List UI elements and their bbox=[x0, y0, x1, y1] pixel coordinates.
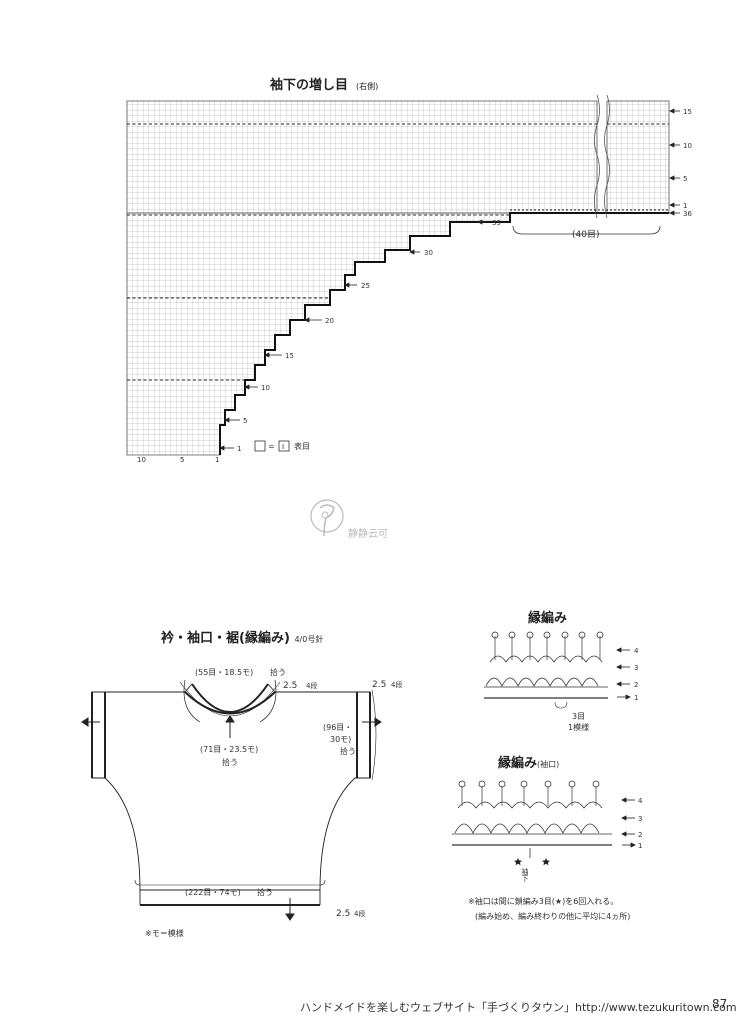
cuff-pickup-suffix: 拾う bbox=[340, 746, 356, 756]
legend-text: 表目 bbox=[294, 441, 310, 451]
hem-pickup-suffix: 拾う bbox=[257, 887, 273, 897]
footer-text: ハンドメイドを楽しむウェブサイト「手づくりタウン」http://www.tezu… bbox=[300, 1001, 737, 1014]
edging2-title: 縁編み(袖口) bbox=[498, 752, 559, 771]
step-label-15: 15 bbox=[285, 352, 294, 360]
col-label-10: 10 bbox=[137, 456, 146, 464]
legend-stitch-square bbox=[278, 440, 290, 452]
edging2-row-arrows bbox=[621, 797, 636, 848]
garment-title: 衿・袖口・裾(縁編み) 4/0号針 bbox=[161, 627, 323, 646]
edging2-row-2: 2 bbox=[638, 831, 642, 839]
edging1-row-3: 3 bbox=[634, 664, 638, 672]
legend-blank-square bbox=[254, 440, 266, 452]
row-label-1: 1 bbox=[683, 202, 687, 210]
cuff-pickup-a: (96目・ bbox=[323, 723, 352, 732]
row-label-10: 10 bbox=[683, 142, 692, 150]
edging1-title: 縁編み bbox=[528, 611, 568, 626]
page-number: 87 bbox=[712, 997, 728, 1011]
chart-title-text: 袖下の増し目 bbox=[270, 78, 349, 93]
row-arrows-step bbox=[219, 219, 488, 451]
hem-rows-num: 2.5 bbox=[336, 909, 350, 919]
top-pickup-label: (55目・18.5モ) bbox=[195, 668, 253, 677]
edging2-note-2: (編み始め、編み終わりの他に平均に4ヵ所) bbox=[475, 912, 631, 921]
edging-chart-1 bbox=[484, 631, 608, 709]
chart-title: 袖下の増し目 (右側) bbox=[270, 74, 378, 93]
edging-chart-2 bbox=[452, 780, 612, 858]
step-label-35: 35 bbox=[492, 219, 501, 227]
edging1-row-1: 1 bbox=[634, 694, 638, 702]
legend: = I 表目 bbox=[254, 440, 310, 452]
legend-symbol: I bbox=[282, 443, 284, 451]
edging2-title-paren: (袖口) bbox=[537, 760, 560, 769]
star-icon bbox=[514, 858, 522, 866]
footnote: ※モ＝模様 bbox=[145, 929, 184, 938]
garment-title-text: 衿・袖口・裾 bbox=[161, 631, 240, 646]
knit-direction-arrows bbox=[81, 715, 382, 921]
edging1-repeat-a: 3目 bbox=[572, 712, 585, 721]
edging2-row-3: 3 bbox=[638, 815, 642, 823]
cuff-pickup-b: 30モ) bbox=[330, 735, 351, 744]
row-label-5: 5 bbox=[683, 175, 687, 183]
edging1-row-arrows bbox=[616, 647, 631, 700]
watermark-text: 静静云可 bbox=[348, 527, 388, 540]
right-rows-num: 2.5 bbox=[372, 680, 386, 690]
col-label-1: 1 bbox=[215, 456, 219, 464]
stitch-grid bbox=[126, 94, 670, 456]
neck-pickup-suffix: 拾う bbox=[222, 757, 238, 767]
hem-pickup-label: (222目・74モ) bbox=[185, 888, 241, 897]
edging1-row-4: 4 bbox=[634, 647, 639, 655]
needle-size: 4/0号針 bbox=[294, 635, 324, 644]
edging2-note-1: ※袖口は間に鎖編み3目(★)を6回入れる。 bbox=[468, 897, 619, 906]
edging2-center-mark: 袖下 bbox=[521, 867, 529, 883]
row-label-15: 15 bbox=[683, 108, 692, 116]
right-rows-unit: 4段 bbox=[391, 680, 402, 689]
edging2-row-4: 4 bbox=[638, 797, 643, 805]
step-label-20: 20 bbox=[325, 317, 334, 325]
watermark-logo: 静静云可 bbox=[310, 499, 388, 540]
top-pickup-suffix: 拾う bbox=[270, 667, 286, 677]
row-label-36: 36 bbox=[683, 210, 692, 218]
step-label-25: 25 bbox=[361, 282, 370, 290]
edging2-row-1: 1 bbox=[638, 842, 642, 850]
legend-equals: = bbox=[268, 442, 275, 451]
garment-title-paren: (縁編み) bbox=[239, 631, 290, 646]
edging2-star-marks bbox=[514, 858, 550, 866]
step-label-5: 5 bbox=[243, 417, 247, 425]
stitch-count-label: (40目) bbox=[572, 229, 599, 240]
edging1-repeat-b: 1模様 bbox=[568, 722, 589, 732]
row-arrows-right bbox=[669, 108, 680, 216]
neck-pickup-label: (71目・23.5モ) bbox=[200, 745, 258, 754]
star-icon bbox=[542, 858, 550, 866]
step-label-30: 30 bbox=[424, 249, 433, 257]
step-label-10: 10 bbox=[261, 384, 270, 392]
left-rows-unit: 4段 bbox=[306, 681, 317, 690]
edging2-title-text: 縁編み bbox=[498, 756, 538, 771]
col-label-5: 5 bbox=[180, 456, 184, 464]
step-label-1: 1 bbox=[237, 445, 241, 453]
garment-outline bbox=[91, 679, 377, 906]
left-rows-num: 2.5 bbox=[283, 681, 297, 691]
edging1-row-2: 2 bbox=[634, 681, 638, 689]
chart-subtitle: (右側) bbox=[356, 82, 379, 91]
hem-rows-unit: 4段 bbox=[354, 909, 365, 918]
